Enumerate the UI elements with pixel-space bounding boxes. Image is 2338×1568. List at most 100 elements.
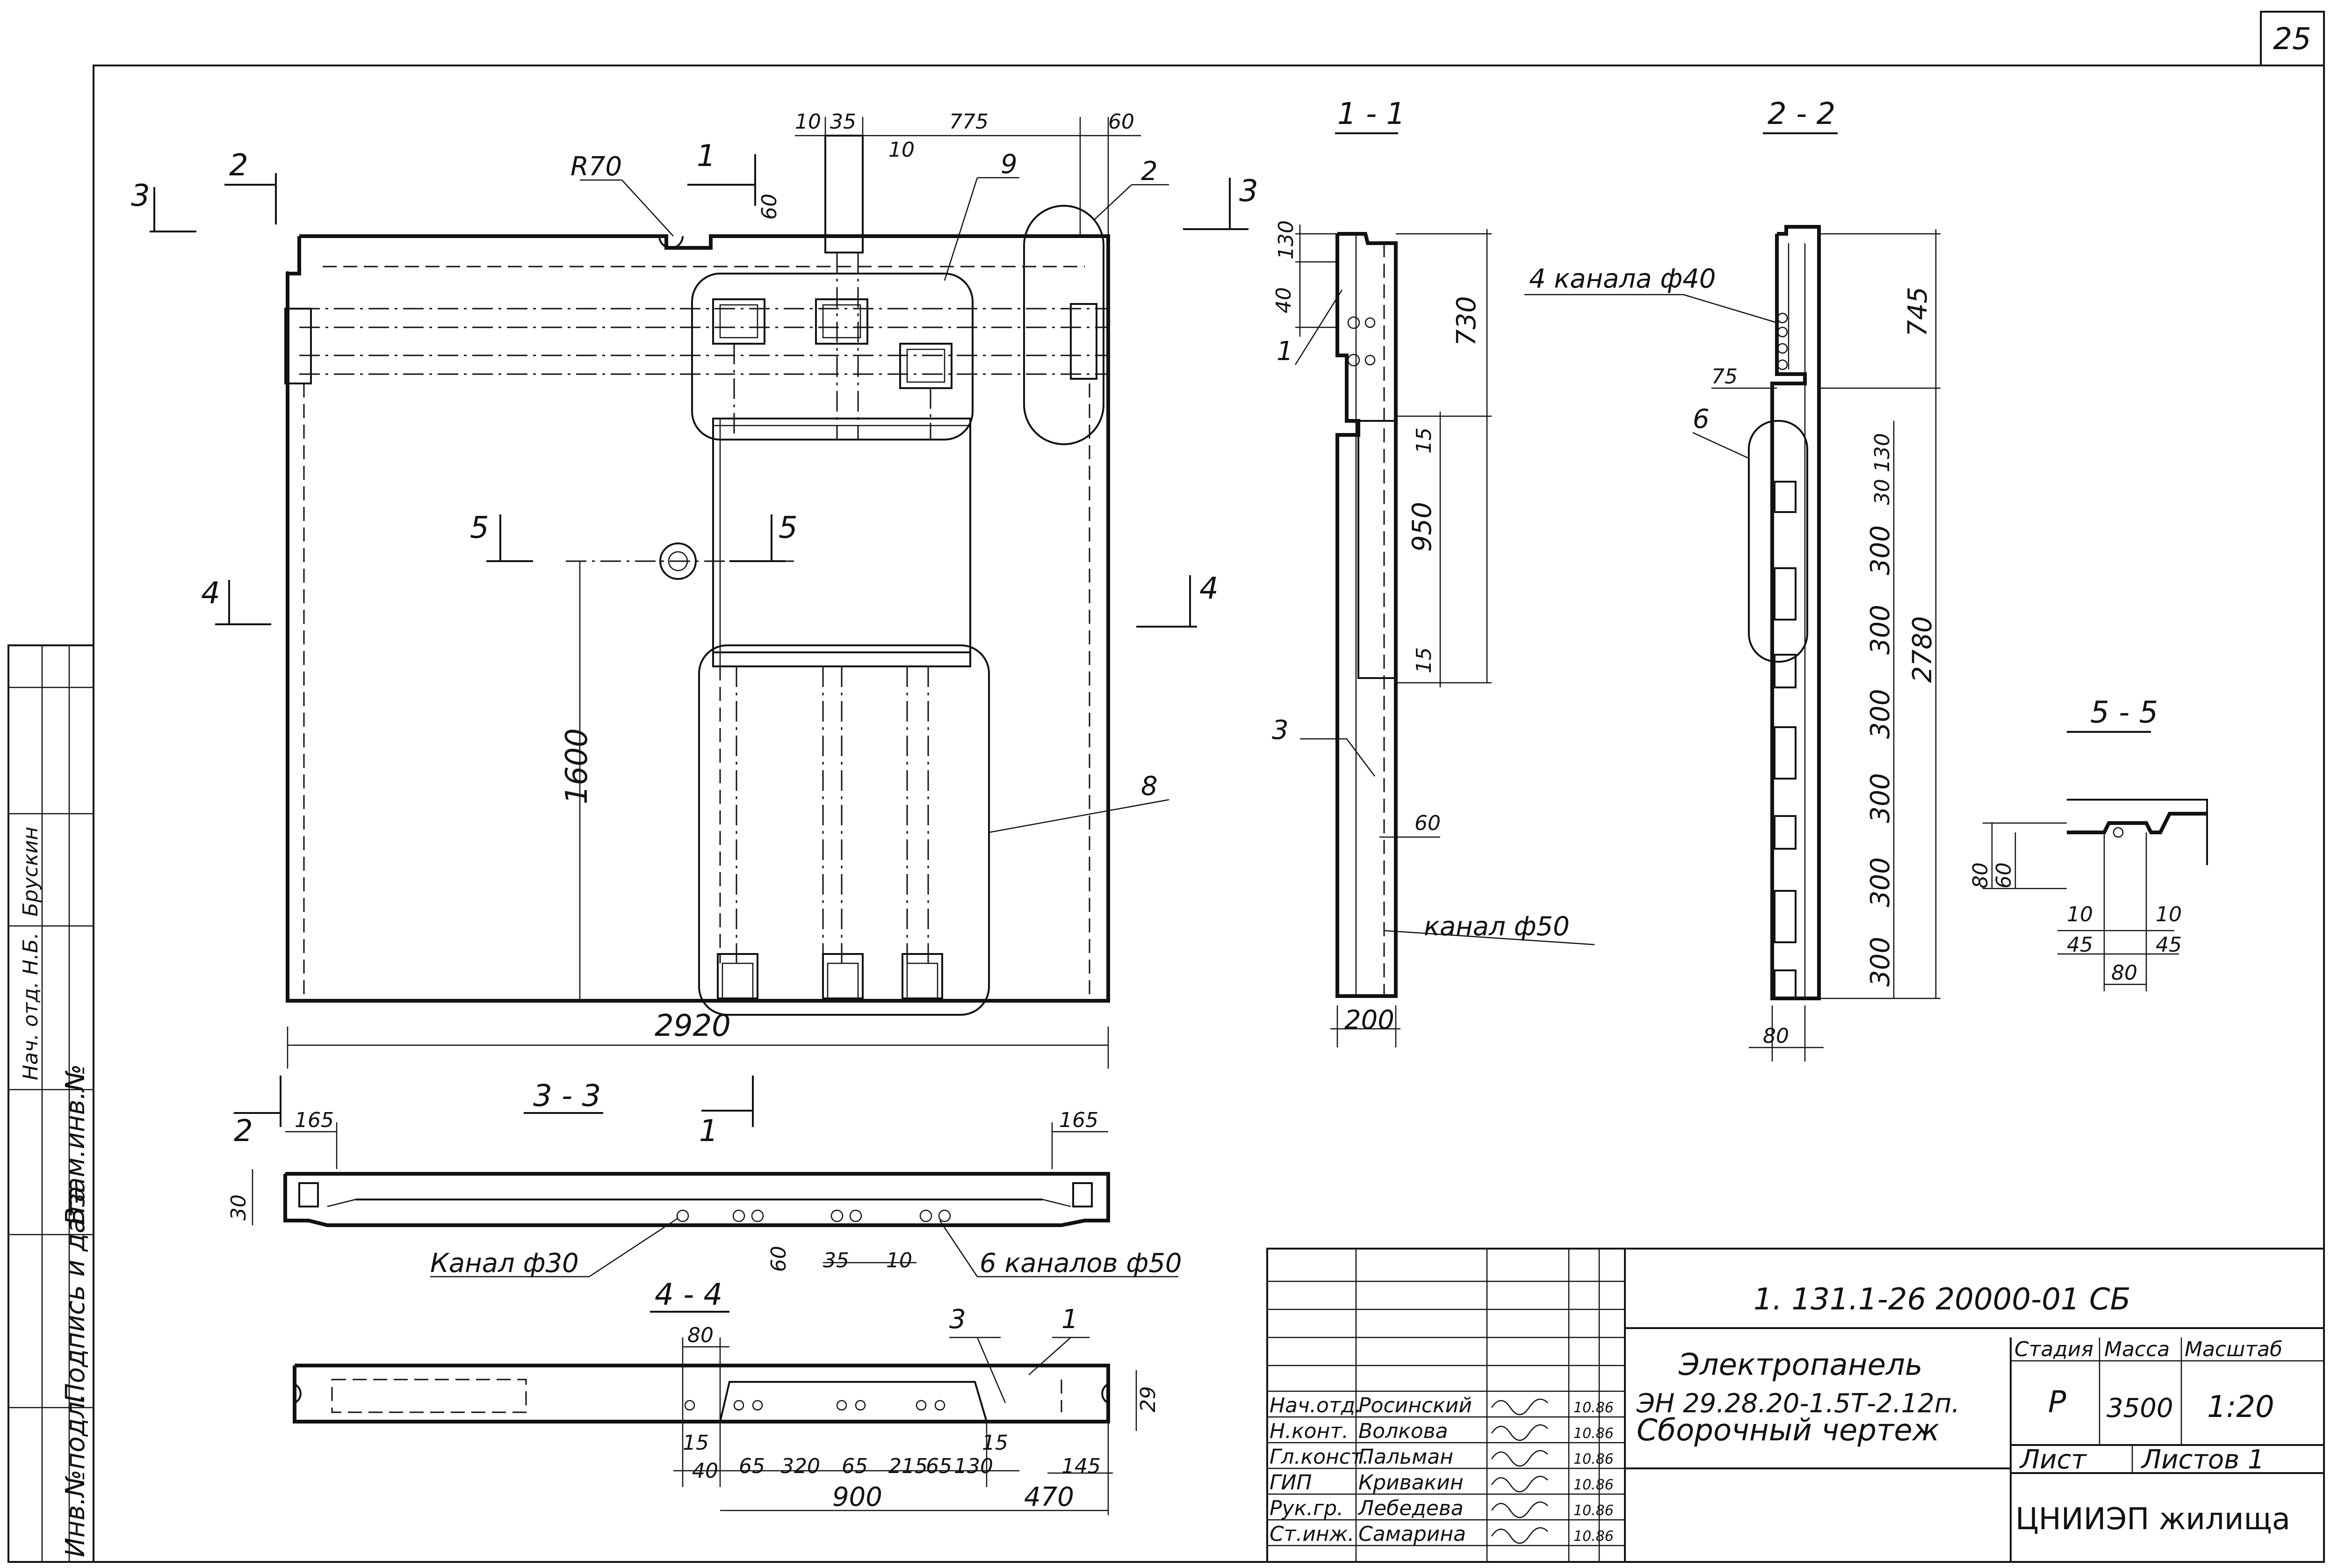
dim-2920: 2920 bbox=[655, 1009, 731, 1043]
staff-name-6: Самарина bbox=[1358, 1522, 1466, 1546]
dim-1600: 1600 bbox=[560, 728, 594, 804]
drawing-frame bbox=[93, 65, 2325, 1563]
staff-date-5: 10.86 bbox=[1573, 1503, 1614, 1519]
sheet-number: 25 bbox=[2273, 22, 2311, 57]
stamp-inv: Инв.№подл. bbox=[60, 1393, 91, 1557]
sec-mark-1-top: 1 bbox=[697, 139, 716, 173]
s55-dim-45b: 45 bbox=[2156, 933, 2182, 957]
title-block: 1. 131.1-26 20000-01 СБ Электропанель ЭН… bbox=[1266, 1248, 2325, 1563]
dim-60-vert: 60 bbox=[758, 194, 781, 220]
s44-dim-29: 29 bbox=[1136, 1386, 1160, 1412]
sec-mark-1-bottom: 1 bbox=[699, 1114, 718, 1149]
s11-dim-200: 200 bbox=[1344, 1005, 1394, 1035]
s44-dim-65b: 65 bbox=[842, 1454, 868, 1478]
s44-callout-3: 3 bbox=[949, 1304, 966, 1335]
s44-dim-65c: 65 bbox=[926, 1454, 952, 1478]
staff-date-4: 10.86 bbox=[1573, 1477, 1614, 1493]
sec-mark-4-right: 4 bbox=[1199, 571, 1219, 606]
staff-role-1: Нач.отд. bbox=[1270, 1394, 1362, 1417]
section-1-1-title: 1 - 1 bbox=[1337, 97, 1405, 131]
sec-mark-2-bottom: 2 bbox=[234, 1114, 253, 1149]
staff-name-2: Волкова bbox=[1358, 1419, 1448, 1443]
s33-channel-30: Канал ф30 bbox=[430, 1248, 579, 1279]
s22-dim-300d: 300 bbox=[1865, 773, 1896, 823]
s11-dim-730: 730 bbox=[1451, 296, 1482, 346]
s22-callout-6: 6 bbox=[1693, 404, 1710, 434]
staff-date-1: 10.86 bbox=[1573, 1400, 1614, 1416]
product-name: Электропанель bbox=[1678, 1348, 1923, 1382]
hdr-stage: Стадия bbox=[2014, 1337, 2093, 1361]
s44-dim-40: 40 bbox=[692, 1459, 718, 1483]
s55-dim-10b: 10 bbox=[2156, 903, 2182, 926]
s55-dim-80h: 80 bbox=[2111, 961, 2137, 985]
section-2-2-title: 2 - 2 bbox=[1768, 97, 1835, 131]
staff-role-4: ГИП bbox=[1270, 1471, 1312, 1495]
section-markers: 3 2 1 3 4 4 5 5 2 1 bbox=[131, 139, 1258, 1149]
staff-role-6: Ст.инж. bbox=[1270, 1522, 1354, 1546]
s44-dim-65a: 65 bbox=[739, 1454, 765, 1478]
top-dim-775: 775 bbox=[949, 110, 989, 134]
staff-date-2: 10.86 bbox=[1573, 1425, 1614, 1442]
staff-name-3: Пальман bbox=[1358, 1445, 1453, 1469]
s22-dim-80: 80 bbox=[1763, 1024, 1789, 1048]
staff-role-2: Н.конт. bbox=[1270, 1419, 1349, 1443]
callout-2: 2 bbox=[1141, 156, 1158, 187]
staff-name-5: Лебедева bbox=[1357, 1496, 1464, 1520]
sec-mark-4-left: 4 bbox=[201, 576, 220, 611]
org-name: ЦНИИЭП жилища bbox=[2015, 1502, 2290, 1537]
section-3-3-title: 3 - 3 bbox=[533, 1079, 601, 1113]
sheets-count: Листов 1 bbox=[2141, 1445, 2265, 1475]
s33-dim-35: 35 bbox=[823, 1249, 849, 1272]
s11-channel-50: канал ф50 bbox=[1424, 911, 1570, 942]
top-dim-10: 10 bbox=[795, 110, 821, 134]
s33-dim-165-left: 165 bbox=[295, 1108, 334, 1132]
s44-callout-1: 1 bbox=[1061, 1304, 1078, 1335]
s44-dim-130: 130 bbox=[954, 1454, 993, 1478]
s22-dim-30: 30 bbox=[1870, 479, 1894, 505]
s11-dim-60: 60 bbox=[1414, 811, 1441, 835]
sheet-label: Лист bbox=[2019, 1445, 2087, 1475]
val-mass: 3500 bbox=[2107, 1393, 2173, 1423]
s55-dim-80v: 80 bbox=[1969, 862, 1992, 889]
s22-dim-300b: 300 bbox=[1865, 605, 1896, 655]
sec-mark-3-left: 3 bbox=[131, 179, 150, 213]
s11-dim-15a: 15 bbox=[1412, 427, 1436, 454]
sheet-number-box bbox=[2260, 11, 2325, 66]
s55-dim-45a: 45 bbox=[2067, 933, 2093, 957]
s44-dim-215: 215 bbox=[888, 1454, 928, 1478]
s44-dim-80: 80 bbox=[687, 1323, 714, 1347]
hdr-mass: Масса bbox=[2104, 1337, 2170, 1361]
doc-code: 1. 131.1-26 20000-01 СБ bbox=[1754, 1282, 2131, 1317]
staff-name-1: Росинский bbox=[1358, 1394, 1472, 1417]
s11-dim-950: 950 bbox=[1407, 502, 1437, 552]
stamp-head: Нач. отд. Н.Б. bbox=[19, 932, 43, 1080]
s22-dim-300e: 300 bbox=[1865, 857, 1896, 907]
section-3-3: 3 - 3 165 165 30 60 35 10 Канал ф30 6 ка… bbox=[227, 1079, 1182, 1279]
s33-dim-165-right: 165 bbox=[1059, 1108, 1098, 1132]
s22-dim-2780: 2780 bbox=[1907, 616, 1938, 683]
product-code: ЭН 29.28.20-1.5Т-2.12п. bbox=[1636, 1388, 1960, 1419]
s44-dim-15b: 15 bbox=[982, 1431, 1008, 1455]
section-1-1: 1 - 1 730 15 950 15 130 40 1 3 60 bbox=[1272, 97, 1595, 1048]
section-4-4-title: 4 - 4 bbox=[655, 1278, 722, 1312]
sec-mark-5-left: 5 bbox=[470, 511, 489, 545]
stamp-replace: Взам.инв.№ bbox=[60, 1064, 91, 1225]
s11-dim-130: 130 bbox=[1274, 220, 1298, 260]
s22-dim-745: 745 bbox=[1903, 287, 1933, 337]
staff-date-3: 10.86 bbox=[1573, 1451, 1614, 1467]
hdr-scale: Масштаб bbox=[2185, 1337, 2282, 1361]
sec-mark-5-right: 5 bbox=[779, 511, 798, 545]
front-view: 1600 2920 10 35 775 60 10 60 R70 9 2 8 bbox=[284, 110, 1169, 1069]
s33-dim-10: 10 bbox=[886, 1249, 912, 1272]
s33-channels-50: 6 каналов ф50 bbox=[980, 1248, 1182, 1279]
stamp-name: Брускин bbox=[19, 827, 43, 917]
val-scale: 1:20 bbox=[2207, 1390, 2274, 1424]
section-5-5-title: 5 - 5 bbox=[2090, 695, 2158, 730]
s11-callout-1: 1 bbox=[1277, 336, 1293, 367]
s44-dim-470: 470 bbox=[1024, 1482, 1074, 1512]
top-dim-35: 35 bbox=[830, 110, 856, 134]
section-4-4: 4 - 4 80 15 40 65 320 65 215 65 130 15 1… bbox=[293, 1278, 1160, 1515]
s55-dim-60v: 60 bbox=[1992, 862, 2016, 889]
s22-dim-300a: 300 bbox=[1865, 525, 1896, 575]
